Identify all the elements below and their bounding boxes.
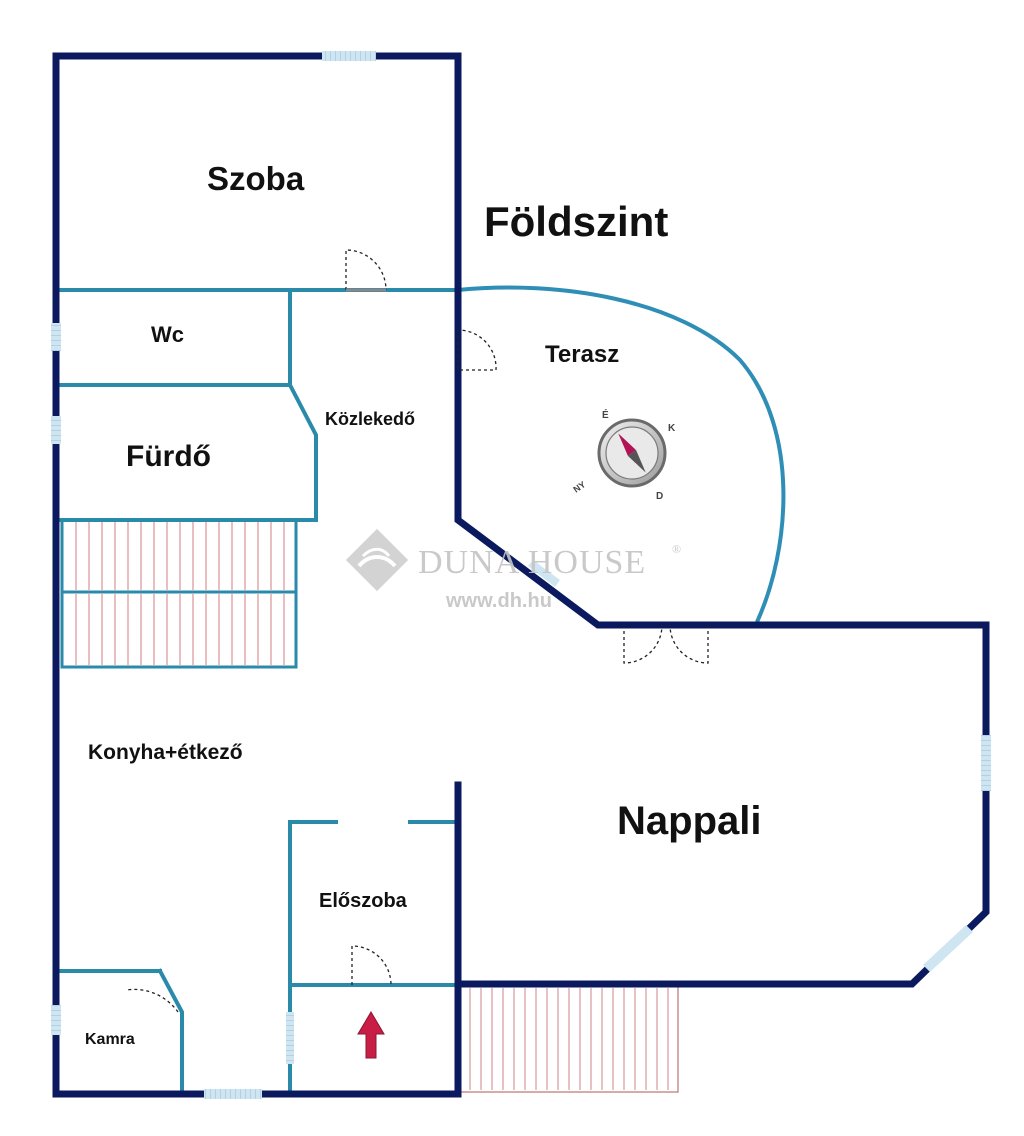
room-label-terasz: Terasz xyxy=(545,341,619,368)
room-label-szoba: Szoba xyxy=(207,160,305,197)
door-terasz xyxy=(457,329,497,371)
watermark-logo xyxy=(345,528,409,592)
windows xyxy=(51,51,991,1099)
compass-south: D xyxy=(656,491,663,502)
compass: É K D NY xyxy=(571,408,676,502)
room-label-kamra: Kamra xyxy=(85,1031,135,1048)
watermark-brand: DUNA HOUSE xyxy=(418,544,646,581)
door-szoba xyxy=(345,249,387,292)
window-bottom xyxy=(204,1089,262,1099)
room-label-nappali: Nappali xyxy=(617,799,761,843)
terrace-outline xyxy=(457,285,786,623)
watermark-url: www.dh.hu xyxy=(445,590,552,612)
stairs-left xyxy=(60,518,298,669)
room-label-wc: Wc xyxy=(151,322,184,347)
door-kamra xyxy=(125,988,179,1013)
window-top xyxy=(322,51,376,61)
window-eloszoba xyxy=(286,1012,294,1064)
entrance-arrow xyxy=(357,1011,385,1059)
window-left-kamra xyxy=(51,1005,61,1035)
watermark-registered: ® xyxy=(672,542,682,556)
window-left-furdo xyxy=(51,416,61,444)
window-right xyxy=(981,735,991,791)
room-label-konyha: Konyha+étkező xyxy=(88,741,243,764)
door-eloszoba xyxy=(351,945,392,986)
window-corner xyxy=(923,925,973,972)
window-left-wc xyxy=(51,323,61,351)
room-label-kozlekedo: Közlekedő xyxy=(325,409,415,429)
doors xyxy=(125,249,709,1013)
inner-walls xyxy=(56,288,460,1094)
stairs-entrance xyxy=(459,985,679,1093)
compass-north: É xyxy=(602,408,609,421)
window-diagonal xyxy=(528,560,560,587)
room-label-eloszoba: Előszoba xyxy=(319,890,408,912)
compass-west: NY xyxy=(571,479,587,494)
watermark: DUNA HOUSE ® www.dh.hu xyxy=(345,528,682,612)
compass-east: K xyxy=(668,423,676,434)
floor-title: Földszint xyxy=(484,198,668,245)
room-label-furdo: Fürdő xyxy=(126,440,211,473)
door-nappali-double xyxy=(623,624,709,664)
